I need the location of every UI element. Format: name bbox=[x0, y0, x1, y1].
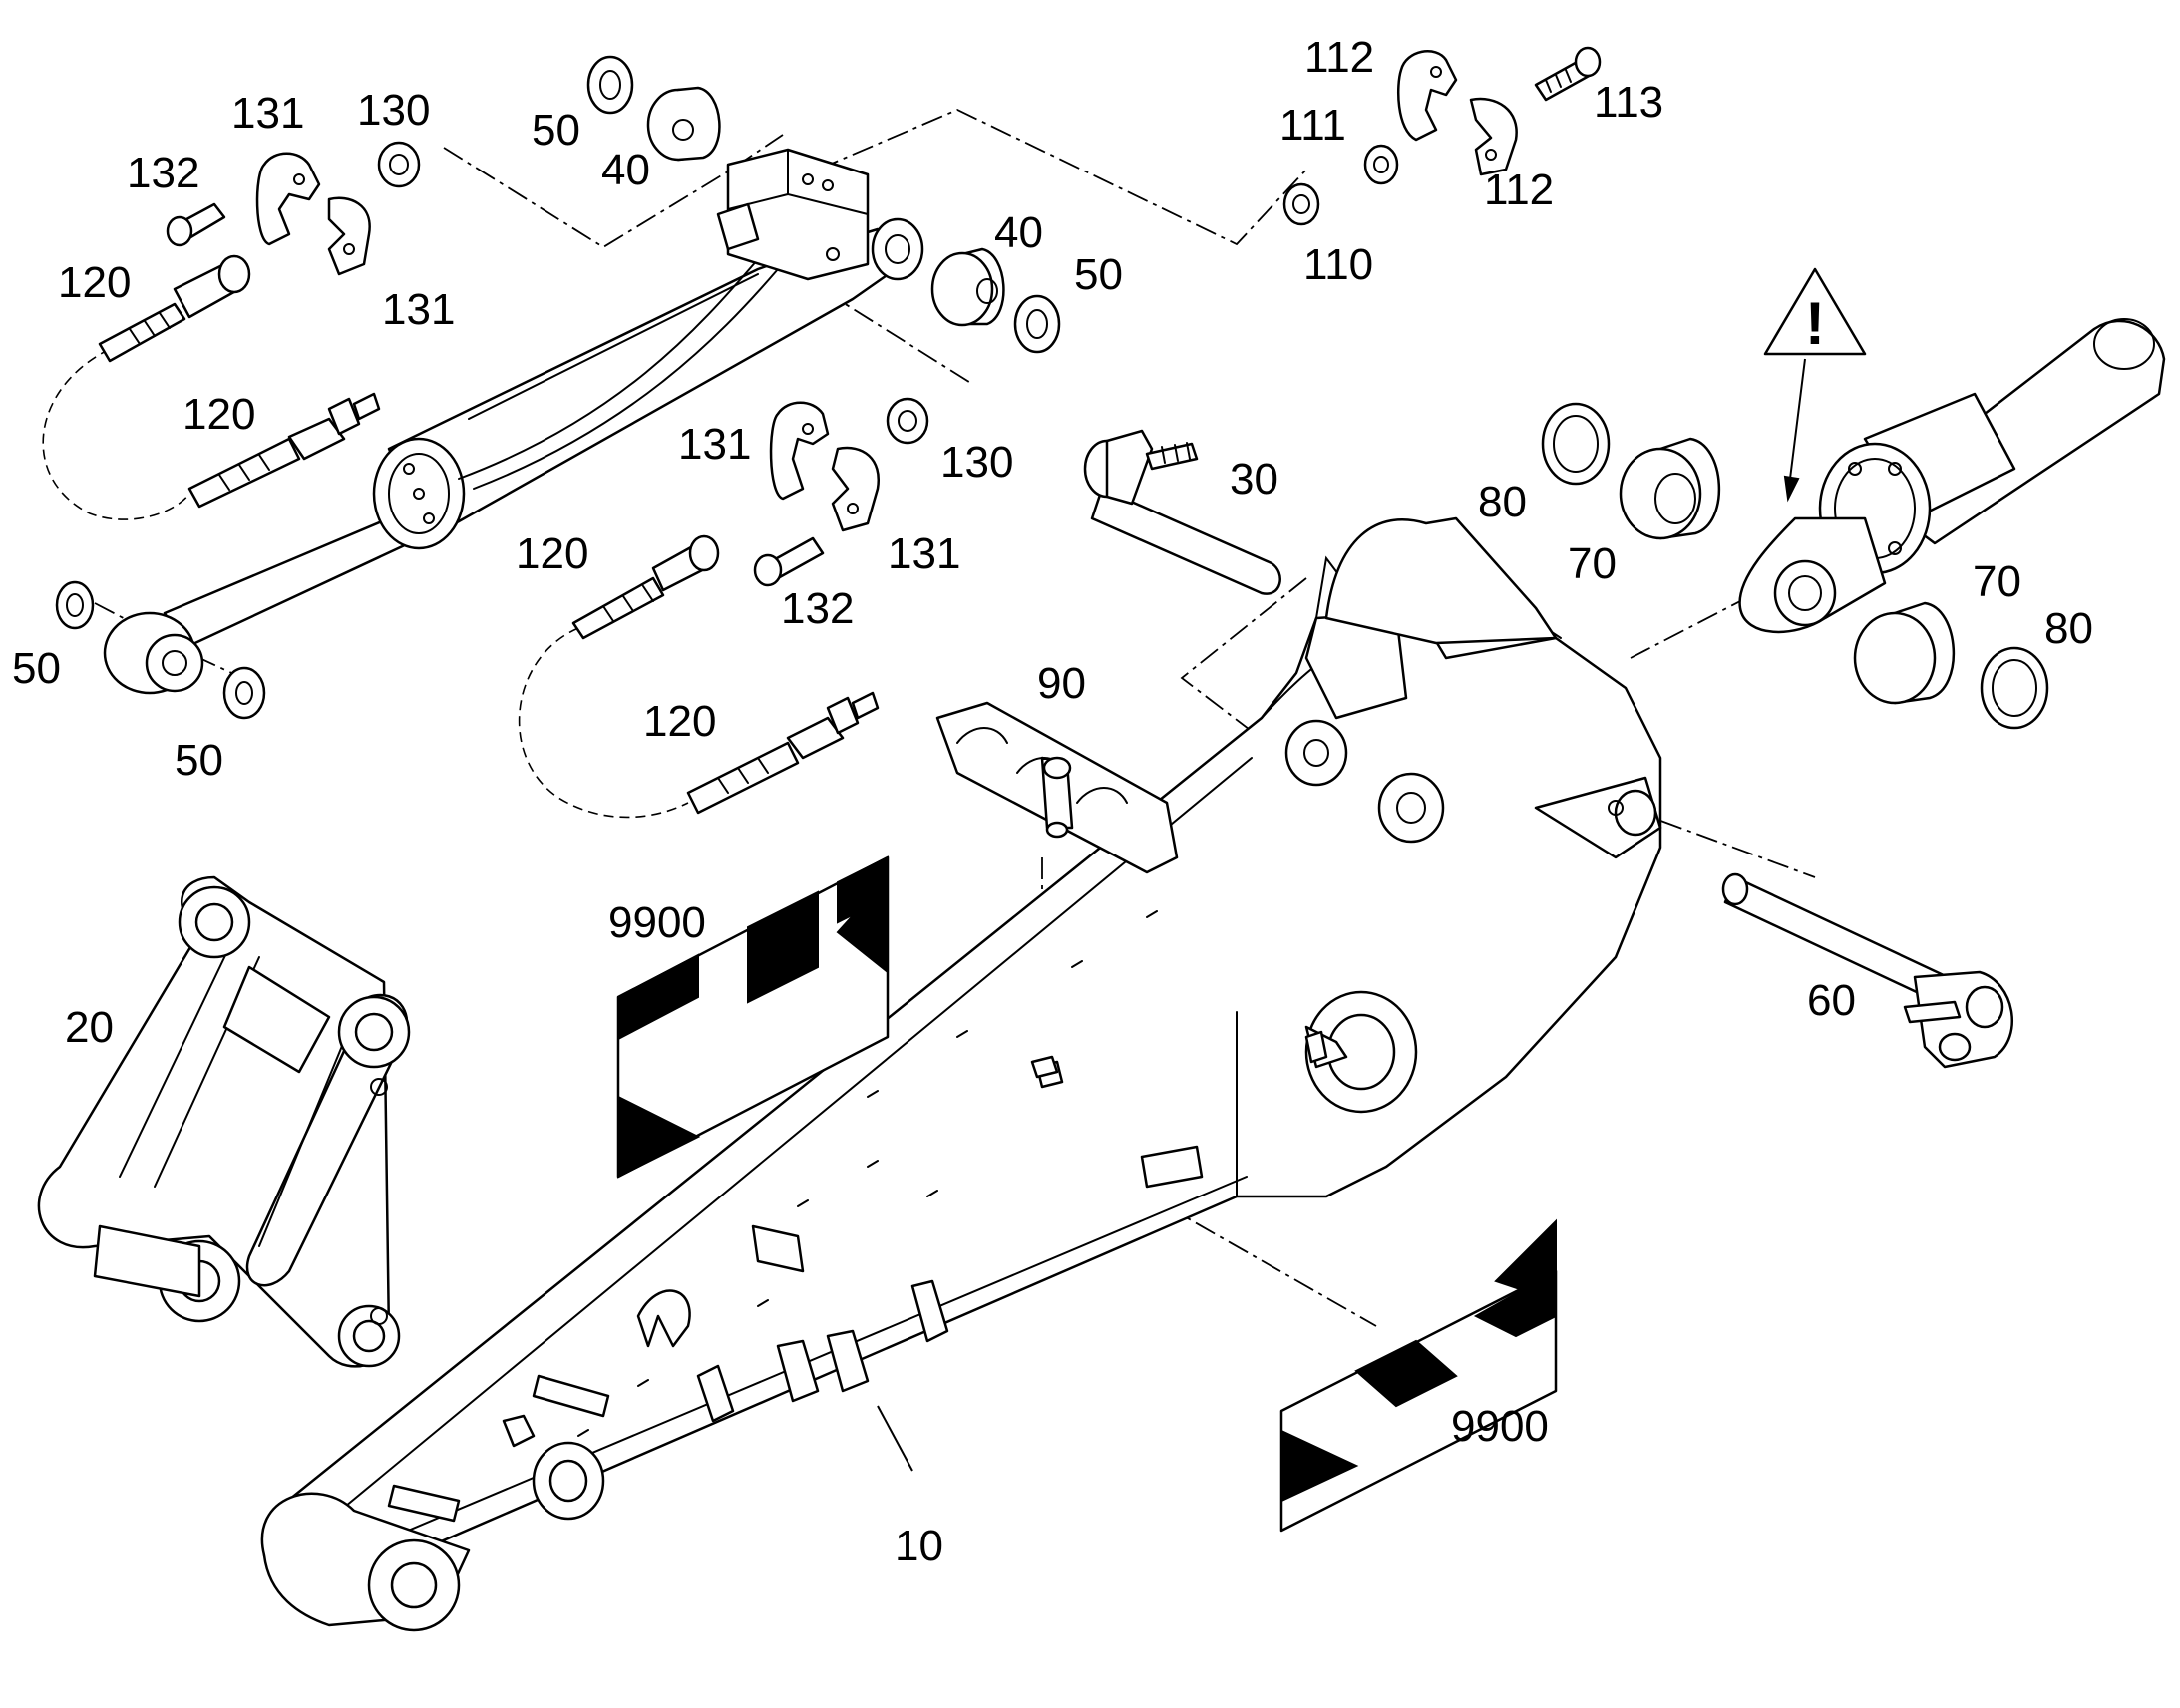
pin-60 bbox=[1721, 872, 2013, 1069]
hose-clamp-90 bbox=[935, 701, 1179, 1079]
bushing-70-right bbox=[1853, 601, 1956, 705]
callout-80-right: 80 bbox=[2044, 604, 2093, 653]
callout-50-top: 50 bbox=[532, 106, 580, 155]
callout-leaders bbox=[877, 1405, 913, 1472]
screw-113 bbox=[1534, 46, 1602, 102]
screw-132-topleft bbox=[166, 202, 226, 247]
boom-arm bbox=[260, 516, 1662, 1632]
callout-90: 90 bbox=[1037, 659, 1086, 708]
callout-80-left: 80 bbox=[1478, 478, 1527, 526]
callout-132-middle: 132 bbox=[781, 584, 854, 633]
decal-9900-left bbox=[616, 855, 890, 1179]
warning-symbol: ! bbox=[1805, 290, 1825, 357]
arm-cylinder bbox=[103, 148, 924, 695]
bushing-40-right bbox=[930, 247, 1005, 327]
callout-120-d: 120 bbox=[643, 697, 716, 746]
callout-labels: 10 20 30 40 40 50 50 50 50 60 70 70 80 8… bbox=[12, 33, 2093, 1570]
oring-110 bbox=[1282, 182, 1320, 226]
callout-112-bottom: 112 bbox=[1484, 166, 1554, 214]
callout-9900-left: 9900 bbox=[608, 898, 706, 947]
flange-halves-112 bbox=[1397, 50, 1518, 176]
callout-50-bottom: 50 bbox=[175, 736, 223, 785]
decal-9900-right bbox=[1279, 1218, 1558, 1533]
oring-130-topleft bbox=[377, 141, 421, 188]
callout-120-a: 120 bbox=[58, 258, 131, 307]
callout-111: 111 bbox=[1279, 101, 1346, 150]
hose-fitting-120-d bbox=[686, 691, 880, 815]
link-assembly bbox=[37, 875, 411, 1368]
callout-40-right: 40 bbox=[994, 208, 1043, 257]
callout-132-top: 132 bbox=[127, 149, 199, 197]
warning-triangle-icon: ! bbox=[1763, 267, 1867, 503]
oring-130-middle bbox=[886, 397, 929, 445]
hose-fitting-120-a bbox=[98, 254, 251, 363]
callout-50-left: 50 bbox=[12, 644, 61, 693]
washer-50-top bbox=[586, 55, 634, 115]
bushing-40-top bbox=[646, 86, 721, 162]
flange-halves-131-topleft bbox=[255, 152, 371, 276]
hose-lines bbox=[42, 348, 689, 819]
callout-30: 30 bbox=[1230, 455, 1278, 504]
washer-80-right bbox=[1980, 646, 2049, 730]
callout-70-left: 70 bbox=[1568, 539, 1617, 588]
callout-10: 10 bbox=[895, 1522, 943, 1570]
screw-132-middle bbox=[753, 536, 825, 587]
flange-halves-131-middle bbox=[769, 401, 881, 532]
pin-30 bbox=[1083, 429, 1281, 595]
callout-113: 113 bbox=[1594, 78, 1663, 127]
washer-80-left bbox=[1541, 402, 1611, 486]
callout-131-top: 131 bbox=[231, 89, 304, 138]
bushing-70-left bbox=[1619, 437, 1721, 540]
callout-40-top: 40 bbox=[601, 146, 650, 194]
callout-131-middle: 131 bbox=[678, 420, 751, 469]
bucket-cylinder bbox=[1738, 318, 2166, 634]
callout-20: 20 bbox=[65, 1003, 114, 1052]
oring-111 bbox=[1363, 144, 1399, 185]
callout-131-middleright: 131 bbox=[888, 529, 960, 578]
callout-120-c: 120 bbox=[516, 529, 588, 578]
callout-9900-right: 9900 bbox=[1451, 1402, 1549, 1451]
callout-131-topright: 131 bbox=[382, 285, 455, 334]
washer-50-right bbox=[1013, 294, 1061, 354]
callout-110: 110 bbox=[1303, 240, 1373, 289]
callout-112-top: 112 bbox=[1304, 33, 1374, 82]
callout-50-right: 50 bbox=[1074, 250, 1123, 299]
washer-50-left bbox=[55, 580, 266, 720]
callout-70-right: 70 bbox=[1973, 557, 2021, 606]
callout-130-middle: 130 bbox=[940, 438, 1013, 487]
hose-fitting-120-b bbox=[187, 392, 381, 509]
callout-130-top: 130 bbox=[357, 86, 430, 135]
hose-fitting-120-c bbox=[571, 534, 720, 640]
callout-60: 60 bbox=[1807, 976, 1856, 1025]
callout-120-b: 120 bbox=[182, 390, 255, 439]
